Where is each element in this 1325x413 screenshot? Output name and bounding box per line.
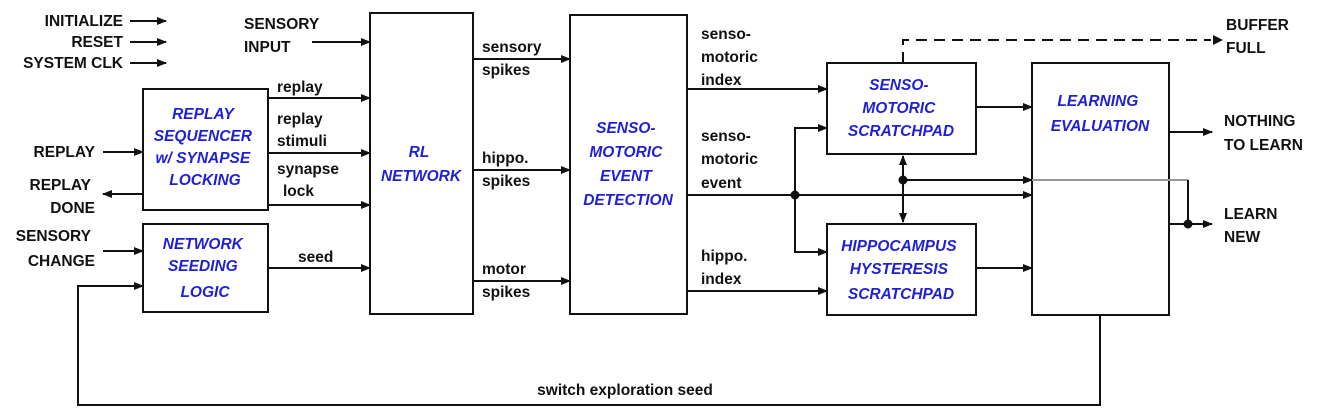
replay-stimuli-label: replay stimuli <box>277 111 327 150</box>
hippo-index-label: hippo. index <box>701 248 752 288</box>
replay-signal-label: replay <box>277 79 323 96</box>
event-detection-block: SENSO- MOTORIC EVENT DETECTION <box>569 14 688 315</box>
hippo-spikes-label: hippo. spikes <box>482 150 533 190</box>
reset-label: RESET <box>71 34 123 51</box>
bus-junction-dot <box>898 175 908 185</box>
nothing-to-learn-label: NOTHING TO LEARN <box>1224 113 1303 154</box>
event-detection-title: SENSO- MOTORIC EVENT DETECTION <box>583 120 673 209</box>
event-to-senso-scratchpad <box>794 124 828 195</box>
learning-eval-title: LEARNING EVALUATION <box>1051 93 1150 135</box>
network-seeding-block: NETWORK SEEDING LOGIC <box>142 223 269 313</box>
system-clk-label: SYSTEM CLK <box>23 55 124 72</box>
synapse-lock-label: synapse lock <box>277 161 343 200</box>
rl-network-title: RL NETWORK <box>381 144 463 185</box>
sensory-input-label: SENSORY INPUT <box>244 16 323 56</box>
learning-eval-block: LEARNING EVALUATION <box>1031 62 1170 316</box>
network-seeding-title: NETWORK SEEDING LOGIC <box>163 236 247 301</box>
senso-scratchpad-title: SENSO- MOTORIC SCRATCHPAD <box>848 77 954 140</box>
replay-sequencer-title: REPLAY SEQUENCER w/ SYNAPSE LOCKING <box>154 106 257 189</box>
senso-event-label: senso- motoric event <box>701 128 762 192</box>
switch-seed-loop <box>77 282 1101 406</box>
buffer-full-label: BUFFER FULL <box>1226 17 1293 57</box>
rl-network-block: RL NETWORK <box>369 12 474 315</box>
motor-spikes-label: motor spikes <box>482 261 530 301</box>
sensory-spikes-label: sensory spikes <box>482 39 546 79</box>
control-inputs: INITIALIZE RESET SYSTEM CLK <box>23 13 167 72</box>
initialize-label: INITIALIZE <box>45 13 123 30</box>
senso-index-label: senso- motoric index <box>701 26 762 89</box>
senso-scratchpad-block: SENSO- MOTORIC SCRATCHPAD <box>826 62 977 155</box>
learn-new-junction-dot <box>1183 219 1193 229</box>
replay-sequencer-block: REPLAY SEQUENCER w/ SYNAPSE LOCKING <box>142 88 269 211</box>
sensory-change-label: SENSORY CHANGE <box>16 228 95 270</box>
replay-done-label: REPLAY DONE <box>30 177 95 217</box>
replay-input-label: REPLAY <box>34 144 96 161</box>
hippo-scratchpad-title: HIPPOCAMPUS HYSTERESIS SCRATCHPAD <box>841 238 961 303</box>
hippo-scratchpad-block: HIPPOCAMPUS HYSTERESIS SCRATCHPAD <box>826 223 977 316</box>
buffer-full-arrowhead <box>1213 35 1223 45</box>
switch-seed-label: switch exploration seed <box>537 382 713 399</box>
event-to-hippo-scratchpad <box>794 195 828 256</box>
seed-label: seed <box>298 249 333 266</box>
buffer-full-dashed-line <box>902 39 1211 63</box>
learn-new-label: LEARN NEW <box>1224 206 1282 246</box>
